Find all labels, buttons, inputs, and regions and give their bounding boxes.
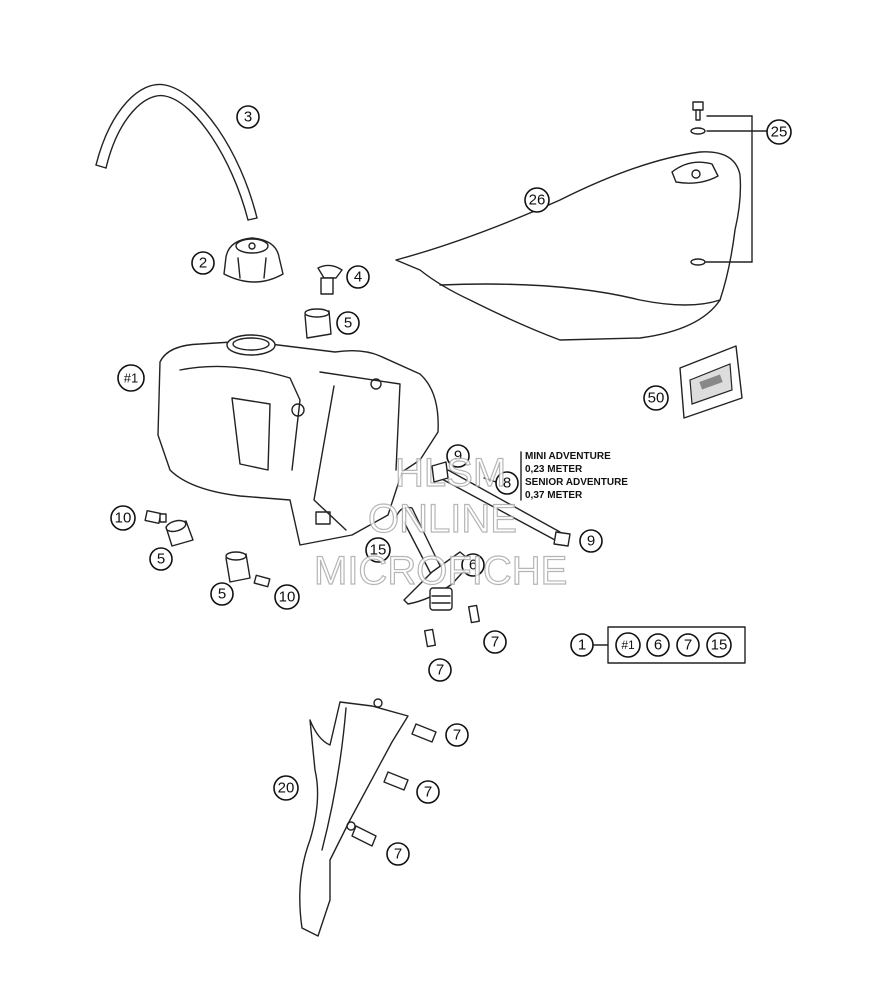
hose-note-line-1: MINI ADVENTURE — [525, 451, 611, 462]
fuel-tank-part — [157, 334, 439, 546]
svg-text:4: 4 — [354, 269, 362, 286]
seat-fasteners-part — [690, 101, 767, 266]
callout-4: 4 — [346, 265, 370, 289]
fuel-cap-part — [223, 237, 284, 283]
hose-length-note: MINI ADVENTURE 0,23 METER SENIOR ADVENTU… — [520, 451, 628, 501]
bushing-5a-part — [304, 308, 332, 339]
watermark: HLSM ONLINE MICROFICHE — [313, 450, 568, 593]
callout-10-left: 10 — [110, 505, 136, 531]
hose-note-line-2: 0,23 METER — [525, 464, 583, 475]
callout-10-center: 10 — [274, 584, 300, 610]
svg-text:8: 8 — [503, 475, 511, 492]
kit-item-7: 7 — [676, 633, 700, 657]
svg-text:15: 15 — [370, 542, 387, 559]
callout-5-center: 5 — [210, 582, 234, 606]
tap-screws-part — [423, 604, 481, 648]
callout-3: 3 — [236, 105, 260, 129]
svg-text:9: 9 — [454, 448, 462, 465]
callout-25: 25 — [766, 119, 792, 145]
watermark-line-1: HLSM — [395, 451, 506, 495]
overflow-hose-part — [431, 461, 571, 547]
watermark-line-3: MICROFICHE — [314, 549, 567, 593]
svg-text:7: 7 — [424, 784, 432, 801]
callout-9-top: 9 — [446, 444, 470, 468]
svg-text:#1: #1 — [124, 371, 138, 386]
callout-5-left: 5 — [149, 547, 173, 571]
callout-tank: #1 — [117, 364, 145, 392]
fuel-tap-part — [395, 506, 473, 611]
bolt-4-part — [317, 264, 343, 295]
svg-text:3: 3 — [244, 109, 252, 126]
hose-note-line-3: SENIOR ADVENTURE — [525, 477, 628, 488]
callout-50: 50 — [643, 385, 669, 411]
svg-text:7: 7 — [491, 634, 499, 651]
svg-text:50: 50 — [648, 390, 665, 407]
callout-7-under: 7 — [428, 658, 452, 682]
callout-6: 6 — [461, 553, 485, 577]
hose-part — [95, 83, 258, 221]
kit-item-6: 6 — [646, 633, 670, 657]
svg-text:26: 26 — [529, 192, 546, 209]
callout-kit-main: 1 — [570, 633, 594, 657]
svg-text:20: 20 — [278, 780, 295, 797]
svg-text:10: 10 — [279, 589, 296, 606]
callout-7-cover-bottom: 7 — [386, 842, 410, 866]
callout-8: 8 — [495, 471, 519, 495]
callout-2: 2 — [191, 251, 215, 275]
side-cover-screws-part — [351, 723, 437, 847]
svg-text:1: 1 — [578, 637, 586, 654]
mount-left-part — [144, 509, 194, 547]
svg-text:7: 7 — [436, 662, 444, 679]
hose-note-line-4: 0,37 METER — [525, 490, 583, 501]
svg-text:5: 5 — [218, 586, 226, 603]
callout-7-cover-mid: 7 — [416, 780, 440, 804]
kit-item-tank: #1 — [615, 632, 641, 658]
callout-15: 15 — [365, 537, 391, 563]
svg-text:9: 9 — [587, 533, 595, 550]
svg-text:10: 10 — [115, 510, 132, 527]
side-cover-part — [299, 698, 409, 937]
svg-text:6: 6 — [654, 637, 662, 654]
svg-text:25: 25 — [771, 124, 788, 141]
callout-20: 20 — [273, 775, 299, 801]
callout-7-cover-top: 7 — [445, 723, 469, 747]
decal-part — [679, 345, 743, 419]
svg-text:15: 15 — [711, 637, 728, 654]
leader-8 — [483, 477, 497, 483]
watermark-line-2: ONLINE — [368, 497, 517, 541]
callout-7-right: 7 — [483, 630, 507, 654]
callout-26: 26 — [524, 187, 550, 213]
svg-text:5: 5 — [157, 551, 165, 568]
svg-text:7: 7 — [453, 727, 461, 744]
callout-5-top: 5 — [336, 311, 360, 335]
seat-part — [395, 151, 742, 341]
svg-text:#1: #1 — [621, 638, 635, 652]
svg-text:7: 7 — [394, 846, 402, 863]
callout-9-bottom: 9 — [579, 529, 603, 553]
kit-item-15: 15 — [706, 632, 732, 658]
svg-text:7: 7 — [684, 637, 692, 654]
svg-text:2: 2 — [199, 255, 207, 272]
svg-text:5: 5 — [344, 315, 352, 332]
svg-text:6: 6 — [469, 557, 477, 574]
mount-center-part — [225, 551, 271, 588]
